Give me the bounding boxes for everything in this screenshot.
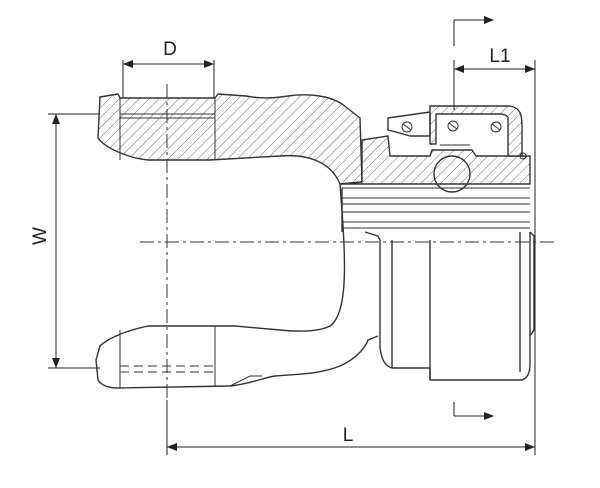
section-marker <box>453 16 494 420</box>
lower-hub <box>364 231 535 381</box>
upper-yoke-ear <box>97 93 363 185</box>
dimension-w-label: W <box>30 227 51 245</box>
hub-section <box>339 105 531 193</box>
dimension-l1: L1 <box>453 46 536 455</box>
dimension-l1-label: L1 <box>489 46 510 67</box>
dimension-d-label: D <box>163 39 177 60</box>
spline-bore <box>341 187 530 232</box>
dimension-w: W <box>30 113 100 369</box>
dimension-d: D <box>122 39 215 98</box>
lower-yoke-ear <box>95 183 379 389</box>
dimension-l-label: L <box>343 425 354 446</box>
dimension-l: L <box>166 400 535 455</box>
